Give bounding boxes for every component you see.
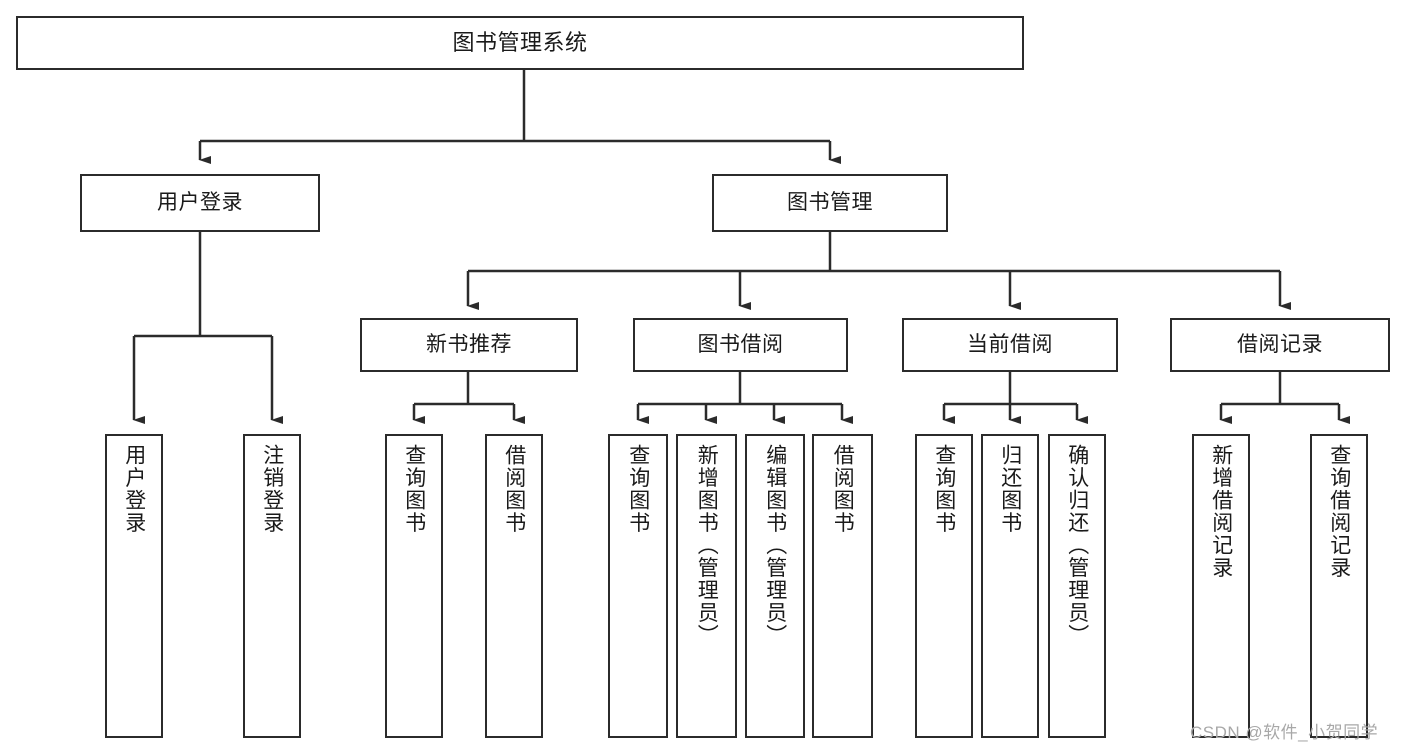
node-label: 图书管理 (787, 190, 873, 214)
node-new-book-rec[interactable]: 新书推荐 (360, 318, 578, 372)
node-leaf-edit-book[interactable]: 编辑图书（管理员） (745, 434, 805, 738)
node-label: 查询图书 (932, 444, 956, 534)
node-label: 注销登录 (260, 444, 284, 534)
node-label: 新书推荐 (426, 332, 512, 356)
node-leaf-query-book-1[interactable]: 查询图书 (385, 434, 443, 738)
node-current-borrow[interactable]: 当前借阅 (902, 318, 1118, 372)
node-label: 查询借阅记录 (1327, 444, 1351, 579)
node-label: 确认归还（管理员） (1065, 444, 1089, 647)
node-leaf-add-record[interactable]: 新增借阅记录 (1192, 434, 1250, 738)
node-user-login[interactable]: 用户登录 (80, 174, 320, 232)
node-leaf-user-login[interactable]: 用户登录 (105, 434, 163, 738)
node-label: 图书借阅 (697, 332, 784, 356)
node-leaf-add-book[interactable]: 新增图书（管理员） (676, 434, 737, 738)
node-label: 借阅图书 (502, 444, 526, 534)
node-label: 新增图书（管理员） (695, 444, 719, 647)
node-label: 图书管理系统 (452, 30, 588, 56)
node-leaf-borrow-book-1[interactable]: 借阅图书 (485, 434, 543, 738)
node-leaf-query-record[interactable]: 查询借阅记录 (1310, 434, 1368, 738)
node-label: 查询图书 (626, 444, 650, 534)
node-root-system[interactable]: 图书管理系统 (16, 16, 1024, 70)
node-label: 查询图书 (402, 444, 426, 534)
node-book-manage[interactable]: 图书管理 (712, 174, 948, 232)
node-label: 借阅记录 (1237, 332, 1323, 356)
node-leaf-borrow-book-2[interactable]: 借阅图书 (812, 434, 873, 738)
node-borrow-record[interactable]: 借阅记录 (1170, 318, 1390, 372)
watermark-text: CSDN @软件_小贺同学 (1190, 723, 1379, 742)
node-label: 新增借阅记录 (1209, 444, 1233, 579)
node-label: 归还图书 (998, 444, 1022, 534)
node-leaf-return-book[interactable]: 归还图书 (981, 434, 1039, 738)
node-book-borrow[interactable]: 图书借阅 (633, 318, 848, 372)
node-label: 用户登录 (157, 190, 243, 214)
node-label: 借阅图书 (831, 444, 855, 534)
node-label: 当前借阅 (967, 332, 1053, 356)
node-leaf-query-book-2[interactable]: 查询图书 (608, 434, 668, 738)
node-label: 用户登录 (122, 444, 146, 534)
node-leaf-confirm-return[interactable]: 确认归还（管理员） (1048, 434, 1106, 738)
node-leaf-query-book-3[interactable]: 查询图书 (915, 434, 973, 738)
node-label: 编辑图书（管理员） (763, 444, 787, 647)
node-leaf-logout[interactable]: 注销登录 (243, 434, 301, 738)
